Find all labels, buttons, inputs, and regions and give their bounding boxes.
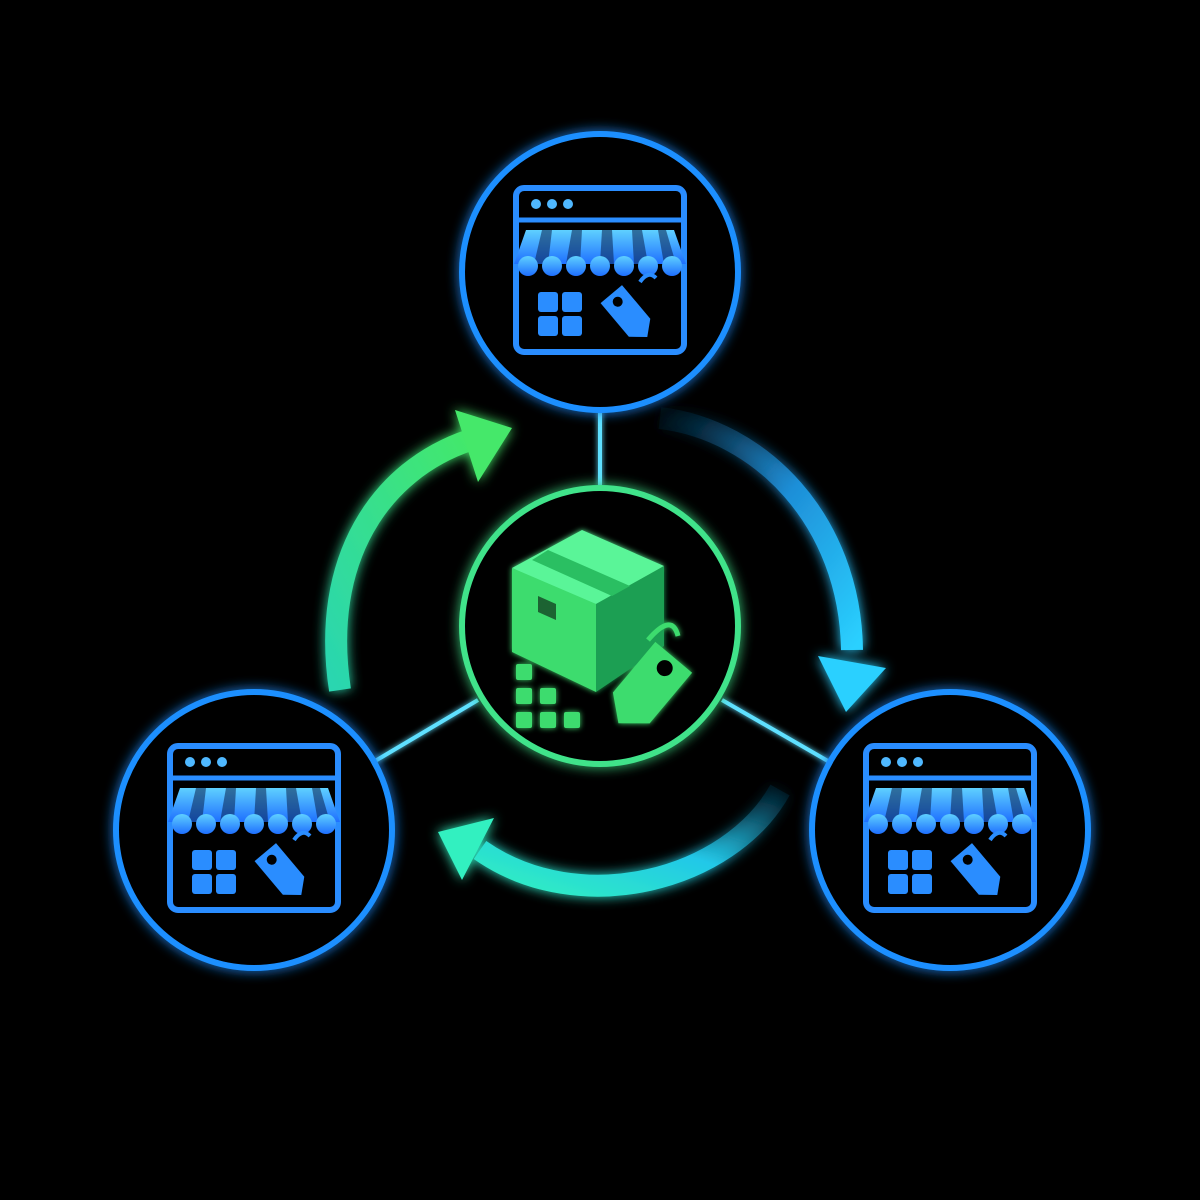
cycle-arrow-blue <box>658 407 886 712</box>
store-node-left <box>113 689 395 971</box>
cycle-arrow-cyan <box>438 784 790 897</box>
product-box-with-price-tag-icon <box>512 530 693 728</box>
connector-left <box>358 698 480 772</box>
cycle-arrow-green <box>325 410 512 692</box>
store-node-top <box>459 131 741 413</box>
store-node-right <box>809 689 1091 971</box>
cycle-arrows <box>325 407 886 897</box>
hub-node <box>459 485 741 767</box>
connector-right <box>721 698 841 770</box>
